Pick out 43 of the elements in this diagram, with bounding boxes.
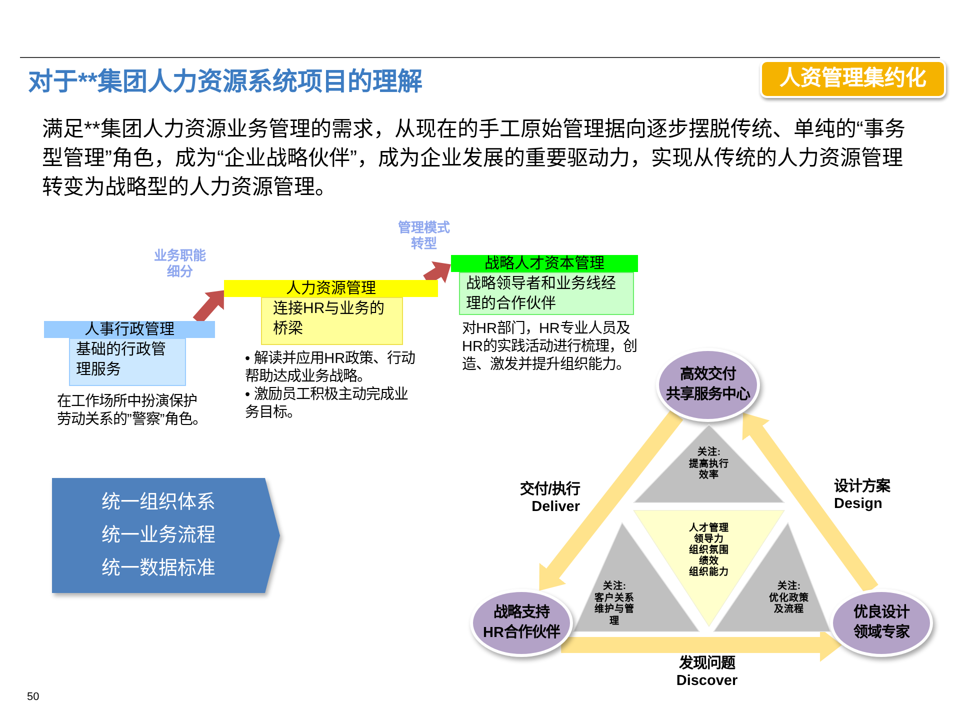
stage-box: 基础的行政管理服务 [69, 338, 186, 386]
triangle-heading: 关注: [697, 447, 721, 458]
stage-description: 在工作场所中扮演保护劳动关系的”警察”角色。 [57, 393, 208, 429]
role-title: 优良设计 [854, 603, 910, 623]
stage-header-band: 人事行政管理 [44, 321, 215, 338]
triangle-heading: 关注: [777, 581, 801, 592]
pentagon-banner [52, 478, 280, 593]
triangle-text: 优化政策及流程 [768, 592, 810, 616]
role-title: 高效交付 [680, 365, 736, 385]
core-item: 领导力 [694, 534, 724, 545]
role-ellipse [830, 589, 933, 657]
role-subtitle: 领域专家 [854, 623, 910, 643]
page-number: 50 [27, 690, 40, 704]
stage-header-band: 人力资源管理 [224, 280, 438, 297]
stage-description: • 激励员工积极主动完成业务目标。 [245, 386, 410, 422]
core-item: 组织能力 [689, 567, 729, 578]
role-ellipse [470, 589, 573, 657]
tag-badge: 人资管理集约化 [760, 60, 946, 98]
core-item: 组织氛围 [689, 545, 729, 556]
banner-text: 统一组织体系 [102, 491, 216, 515]
role-subtitle: HR合作伙伴 [483, 623, 560, 643]
banner-text: 统一数据标准 [102, 557, 216, 581]
role-subtitle: 共享服务中心 [666, 385, 750, 405]
triangle-text: 提高执行效率 [688, 458, 730, 482]
stage-description: • 解读并应用HR政策、行动帮助达成业务战略。 [245, 350, 416, 386]
core-item: 人才管理 [689, 523, 729, 534]
triangle-text: 客户关系维护与管理 [594, 592, 636, 627]
edge-label: 业务职能细分 [153, 248, 207, 280]
intro-paragraph: 满足**集团人力资源业务管理的需求，从现在的手工原始管理据向逐步摆脱传统、单纯的“事务型管理”角色，成为“企业战略伙伴”，成为企业发展的重要驱动力，实现从传统的人力资源管理转变为战略型的人力资源管理。 [42, 117, 906, 201]
edge-label: 设计方案 Design [834, 479, 892, 513]
edge-label: 发现问题 Discover [675, 656, 739, 690]
stage-box: 连接HR与业务的桥梁 [261, 297, 403, 345]
edge-label: 管理模式转型 [397, 220, 451, 252]
stage-box: 战略领导者和业务线经理的合作伙伴 [459, 272, 634, 315]
role-title: 战略支持 [494, 603, 550, 623]
core-item: 绩效 [699, 556, 719, 567]
banner-text: 统一业务流程 [102, 524, 216, 548]
focus-triangle [633, 424, 785, 503]
slide-title: 对于**集团人力资源系统项目的理解 [28, 67, 422, 98]
triangle-heading: 关注: [602, 581, 626, 592]
stage-description: 对HR部门，HR专业人员及HR的实践活动进行梳理，创造、激发并提升组织能力。 [462, 320, 638, 374]
stage-header-band: 战略人才资本管理 [451, 255, 638, 272]
edge-label: 交付/执行 Deliver [518, 482, 580, 516]
